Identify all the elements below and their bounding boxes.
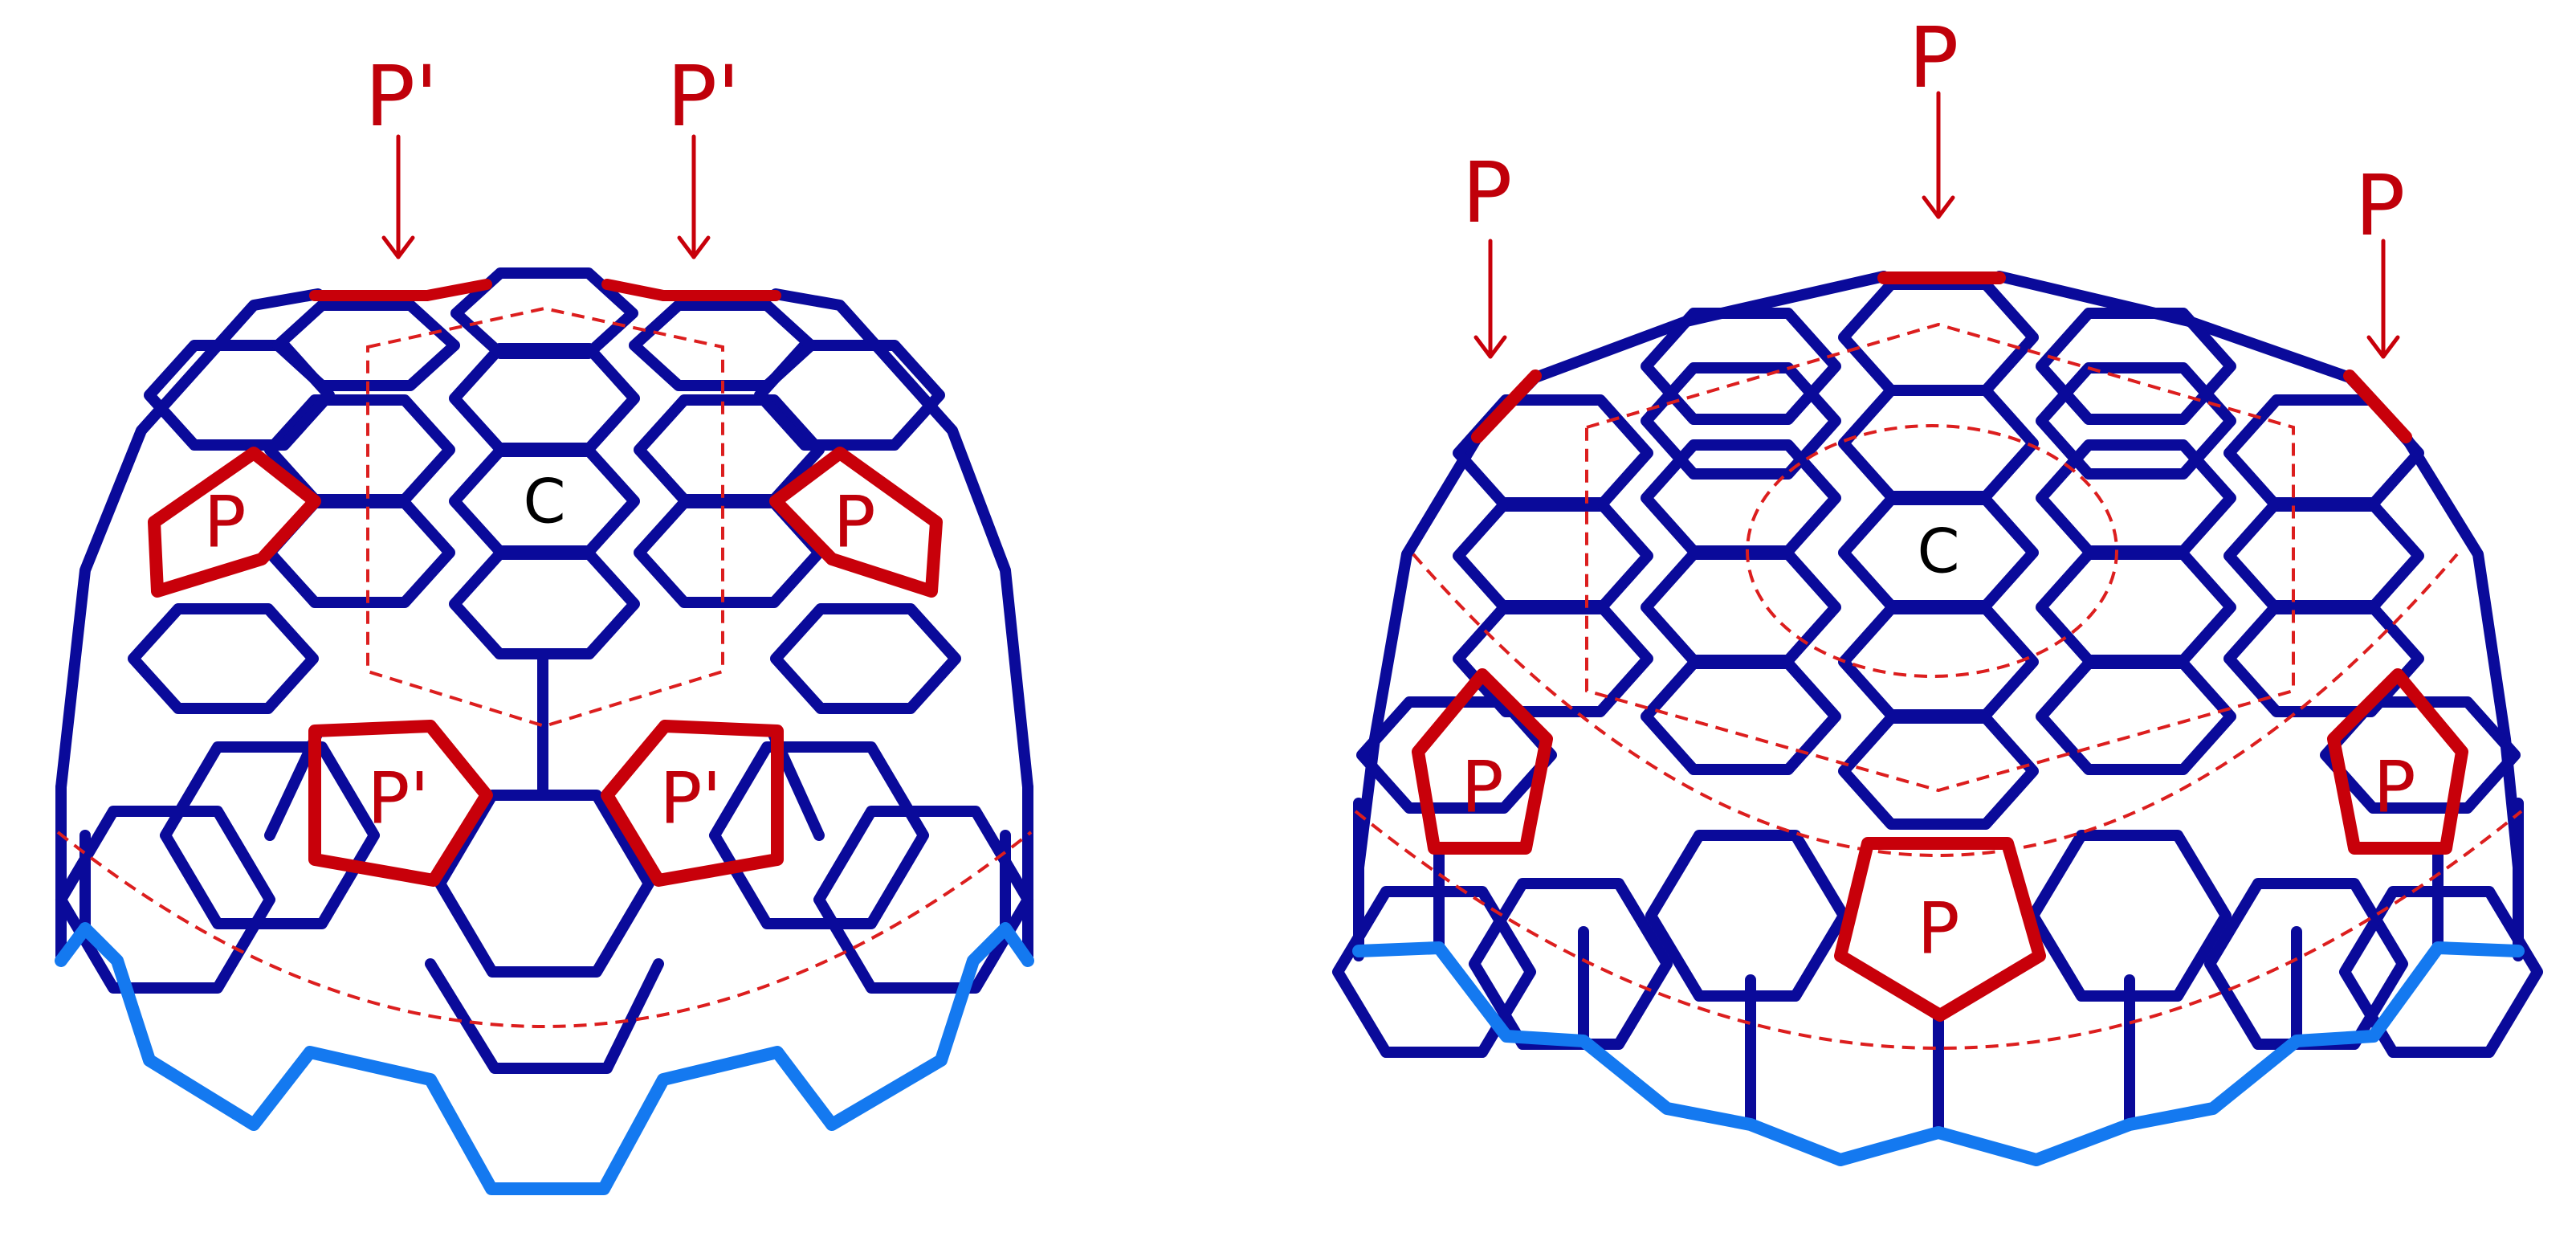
pentagon-label: P <box>833 481 875 564</box>
center-label: C <box>523 466 565 537</box>
hexagon <box>449 343 640 454</box>
hexagon <box>2036 549 2236 666</box>
hexagon <box>1469 878 1673 1050</box>
hexagon <box>2223 600 2424 717</box>
arrow-head <box>677 235 711 259</box>
hexagon <box>160 741 380 929</box>
hexagon <box>1453 600 1653 717</box>
pentagon-label: P <box>2373 746 2415 829</box>
arrow-p-left <box>1473 239 1507 359</box>
pentagon-pprime-left <box>308 720 493 887</box>
arrow-pprime-left <box>381 134 415 259</box>
hexagon <box>55 806 275 994</box>
center-label: C <box>1917 516 1959 587</box>
hexagon <box>1641 658 1841 775</box>
dashed-ring-guide <box>56 831 1033 1028</box>
hexagon <box>1641 362 1841 480</box>
arrow-label: P <box>1462 144 1513 242</box>
hexagon <box>1838 385 2039 502</box>
open-rim <box>1352 941 2525 1166</box>
hexagon <box>2036 308 2236 425</box>
hexagon-edge <box>425 958 664 1074</box>
arrow-head <box>381 235 415 259</box>
arrow-p-top <box>1922 91 1955 219</box>
hexagon <box>128 603 319 714</box>
dashed-ellipse-guide <box>1746 424 2118 678</box>
hexagon <box>1838 279 2039 396</box>
pentagon-p-left <box>148 447 321 598</box>
hexagon <box>144 340 335 451</box>
hexagon <box>2028 830 2232 1002</box>
hexagon <box>709 741 929 929</box>
hexagon <box>2036 439 2236 557</box>
right-cap: P P P C P P P <box>1332 9 2543 1166</box>
highlight-edge-right <box>601 279 781 301</box>
pentagon-label: P <box>1461 746 1503 829</box>
pentagon-p-left <box>1412 668 1553 855</box>
dome-outline-right <box>770 288 1033 793</box>
dome-outline-left <box>55 288 324 793</box>
pentagon-label: P' <box>367 757 429 840</box>
highlight-edge-left <box>1471 369 1542 443</box>
hexagon <box>1645 830 1849 1002</box>
hexagon <box>1453 394 1653 512</box>
arrow-label: P' <box>365 47 438 145</box>
hexagon <box>1453 497 1653 614</box>
hexagon <box>2339 886 2543 1058</box>
open-rim <box>55 922 1034 1195</box>
hexagon <box>272 300 460 391</box>
hexagon <box>1838 603 2039 720</box>
hexagon <box>2204 878 2408 1050</box>
hexagon <box>2036 658 2236 775</box>
hexagon <box>770 603 961 714</box>
left-cap: P P P' P' C P' P' <box>55 47 1034 1195</box>
hexagon <box>450 267 638 359</box>
hexagon <box>2223 497 2424 614</box>
dashed-ring-guide-inner <box>1412 553 2459 857</box>
hexagon <box>1838 712 2039 830</box>
pentagon-label: P <box>1917 888 1959 970</box>
hexagon <box>629 300 817 391</box>
arrow-head <box>1473 335 1507 359</box>
hexagon <box>1332 886 1536 1058</box>
arrow-label: P' <box>666 47 740 145</box>
dashed-ring-guide-outer <box>1354 810 2523 1050</box>
arrow-label: P <box>2355 157 2406 255</box>
pentagon-p-bottom <box>1834 837 2046 1022</box>
hexagon <box>1641 549 1841 666</box>
pentagon-label: P <box>203 481 246 564</box>
arrow-label: P <box>1909 9 1959 107</box>
hexagon <box>1641 308 1841 425</box>
arrow-head <box>2366 335 2400 359</box>
highlight-edge-left <box>309 279 492 301</box>
pentagon-p-right <box>2327 668 2468 855</box>
highlight-edge-right <box>2343 369 2412 443</box>
arrow-pprime-right <box>677 134 711 259</box>
dashed-hexagon-guide <box>1585 322 2295 793</box>
pentagon-label: P' <box>659 757 721 840</box>
hexagon <box>1356 696 1557 814</box>
hexagon <box>1641 439 1841 557</box>
hexagon <box>449 549 640 659</box>
pentagon-p-right <box>769 447 943 598</box>
arrow-p-right <box>2366 239 2400 359</box>
pentagon-pprime-right <box>601 720 784 887</box>
arrow-head <box>1922 195 1955 219</box>
